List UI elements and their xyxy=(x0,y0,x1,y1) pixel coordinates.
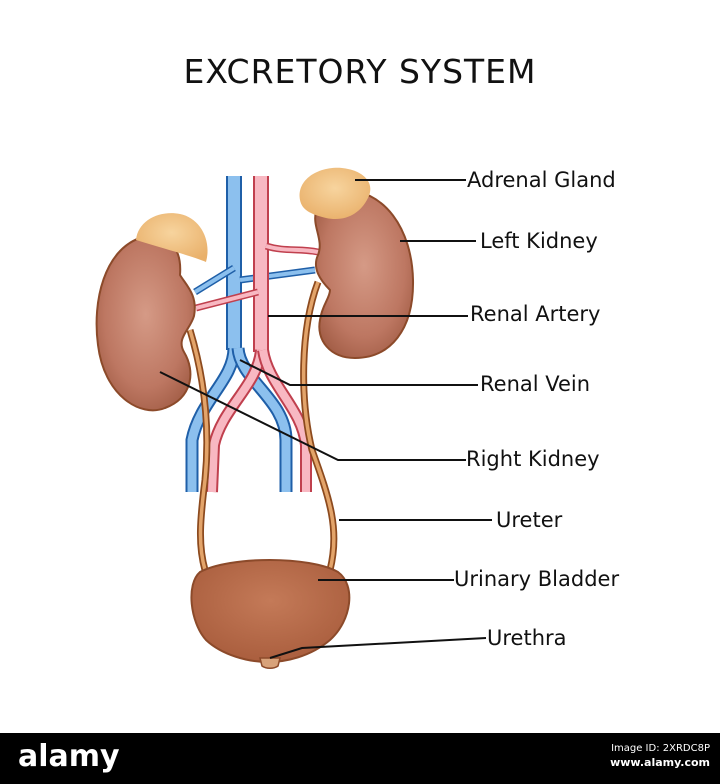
leader-urethra xyxy=(269,637,487,659)
label-urethra: Urethra xyxy=(487,626,567,650)
right-kidney-shape xyxy=(95,235,196,412)
label-urinary-bladder: Urinary Bladder xyxy=(454,567,620,591)
label-left-kidney: Left Kidney xyxy=(480,229,598,253)
label-renal-artery: Renal Artery xyxy=(470,302,601,326)
label-right-kidney: Right Kidney xyxy=(466,447,600,471)
label-ureter: Ureter xyxy=(496,508,563,532)
leader-renal-vein xyxy=(239,359,478,386)
renal-veins xyxy=(193,265,316,295)
urethra-shape xyxy=(259,657,281,669)
bladder-shape xyxy=(190,559,351,664)
image-id: Image ID: 2XRDC8P xyxy=(611,743,710,754)
aorta xyxy=(206,176,312,493)
alamy-logo: alamy xyxy=(18,739,120,774)
leader-right-kidney xyxy=(159,371,466,461)
footer-bar: alamy Image ID: 2XRDC8P www.alamy.com xyxy=(0,733,720,784)
renal-arteries xyxy=(195,242,319,312)
label-adrenal-gland: Adrenal Gland xyxy=(467,168,616,192)
footer-url: www.alamy.com xyxy=(610,756,710,769)
label-renal-vein: Renal Vein xyxy=(480,372,591,396)
ureters xyxy=(186,280,338,571)
left-adrenal-shape xyxy=(299,167,371,220)
diagram-title: EXCRETORY SYSTEM xyxy=(183,52,537,91)
right-adrenal-shape xyxy=(136,213,208,262)
